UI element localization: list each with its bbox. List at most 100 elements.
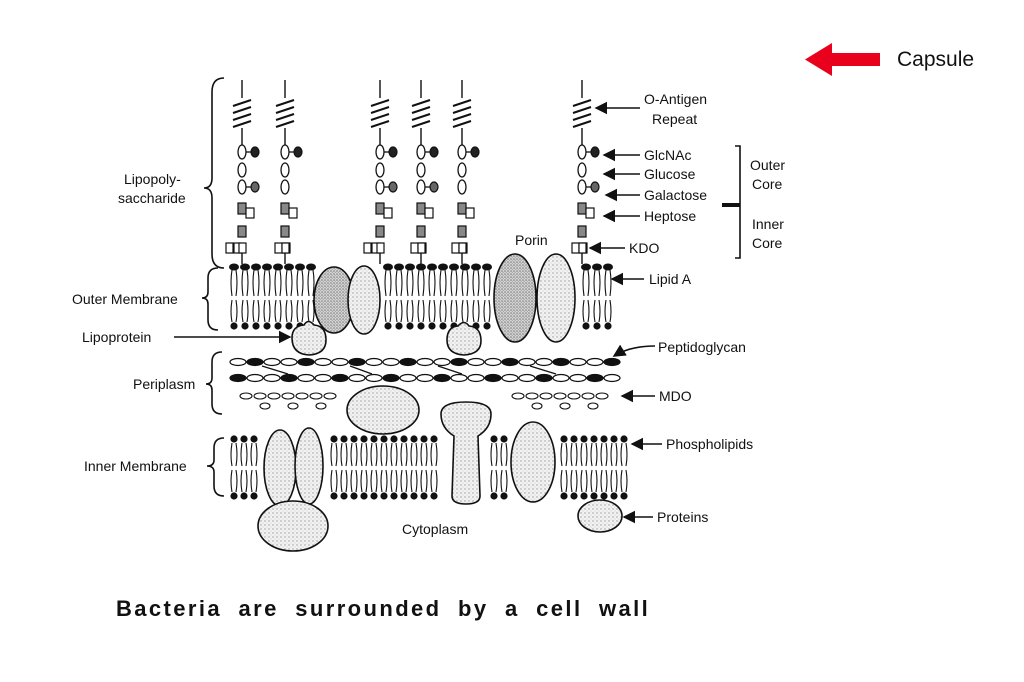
lipid-a-head [482,263,492,271]
phospholipid-molecule [230,435,238,500]
phospholipid-molecule [570,435,578,500]
lipid-tail [230,269,238,297]
phospholipid-molecule [390,435,398,500]
lps-chain [274,80,303,264]
branch-sugar [429,146,439,158]
label-glcnac: GlcNAc [644,147,691,163]
phospholipid-head [590,492,598,500]
lps-chain [225,80,260,264]
label-lipopolysaccharide-1: Lipopoly- [124,171,181,187]
branch-sugar [250,181,260,193]
phospholipid-head [384,322,392,330]
phospholipid-molecule [620,435,628,500]
lipid-tail [307,269,315,297]
o-antigen-hatch [275,120,295,128]
phospholipid-molecule [560,435,568,500]
phospholipid-molecule [580,435,588,500]
lipid-tail [417,269,425,297]
sugar-unit [457,179,467,195]
glycan-unit [603,357,621,367]
mdo-branch [531,402,543,410]
lipid-a-head [284,263,294,271]
lipid-a-head [471,263,481,271]
phospholipid-head [410,492,418,500]
phospholipid-head [620,492,628,500]
label-phospholipids: Phospholipids [666,436,753,452]
glycan-unit [501,357,519,367]
peptide-crosslink [349,365,373,375]
phospholipid-head [600,492,608,500]
lipid-tail [590,469,598,493]
lipid-tail [330,469,338,493]
lipid-tail [230,442,238,467]
lipid-tail [240,442,248,467]
kdo-unit [274,242,283,254]
mdo-unit [323,392,337,400]
phospholipid-head [230,322,238,330]
branch-sugar [590,146,600,158]
lipid-tail [296,269,304,297]
transmembrane-protein [263,429,297,507]
glycan-unit [365,373,383,383]
o-antigen-hatch [275,99,295,107]
kdo-unit [571,242,580,254]
sugar-unit [577,179,587,195]
lipid-tail [360,442,368,467]
lipid-tail [582,269,590,297]
transmembrane-protein [510,421,556,503]
phospholipid-head [439,322,447,330]
glycan-unit [467,357,485,367]
phospholipid-head [570,492,578,500]
glycan-unit [263,373,281,383]
heptose-unit [375,225,385,238]
phospholipid-head [400,435,408,443]
phospholipid-head [590,435,598,443]
branch-sugar [388,181,398,193]
lipid-tail [580,442,588,467]
o-antigen-hatch [452,120,472,128]
phospholipid-head [604,322,612,330]
transmembrane-protein [294,427,324,505]
lipid-tail [600,469,608,493]
phospholipid-head [430,492,438,500]
lipid-molecule [394,263,404,330]
phospholipid-head [330,435,338,443]
inner-membrane-proteins [257,385,623,552]
mdo-unit [239,392,253,400]
lipid-a-head [438,263,448,271]
mdo-unit [595,392,609,400]
lipid-molecule [284,263,294,330]
sugar-unit [237,179,247,195]
label-lipid-a: Lipid A [649,271,692,287]
o-antigen-hatch [411,120,431,128]
lipid-tail [395,269,403,297]
lipid-tail [570,442,578,467]
sugar-unit [577,162,587,178]
label-peptidoglycan: Peptidoglycan [658,339,746,355]
o-antigen-hatch [232,106,252,114]
lipid-a-head [383,263,393,271]
phospholipid-head [420,435,428,443]
o-antigen-hatch [452,106,472,114]
o-antigen-hatch [411,99,431,107]
glycan-unit [450,373,468,383]
glycan-unit [518,373,536,383]
lipid-tail [296,299,304,323]
lipid-tail [439,299,447,323]
lipid-a-head [394,263,404,271]
phospholipid-molecule [330,435,338,500]
phospholipid-molecule [400,435,408,500]
glycan-unit [229,357,247,367]
lipid-a-head [460,263,470,271]
lipid-molecule [603,263,613,330]
lipid-tail [500,442,508,467]
lipid-molecule [471,263,481,330]
phospholipid-head [560,492,568,500]
mdo-unit [567,392,581,400]
heptose-unit [375,202,385,215]
label-arrows [174,101,662,524]
heptose-unit [237,202,247,215]
lipid-tail [350,469,358,493]
sugar-unit [237,162,247,178]
glycan-unit [569,357,587,367]
